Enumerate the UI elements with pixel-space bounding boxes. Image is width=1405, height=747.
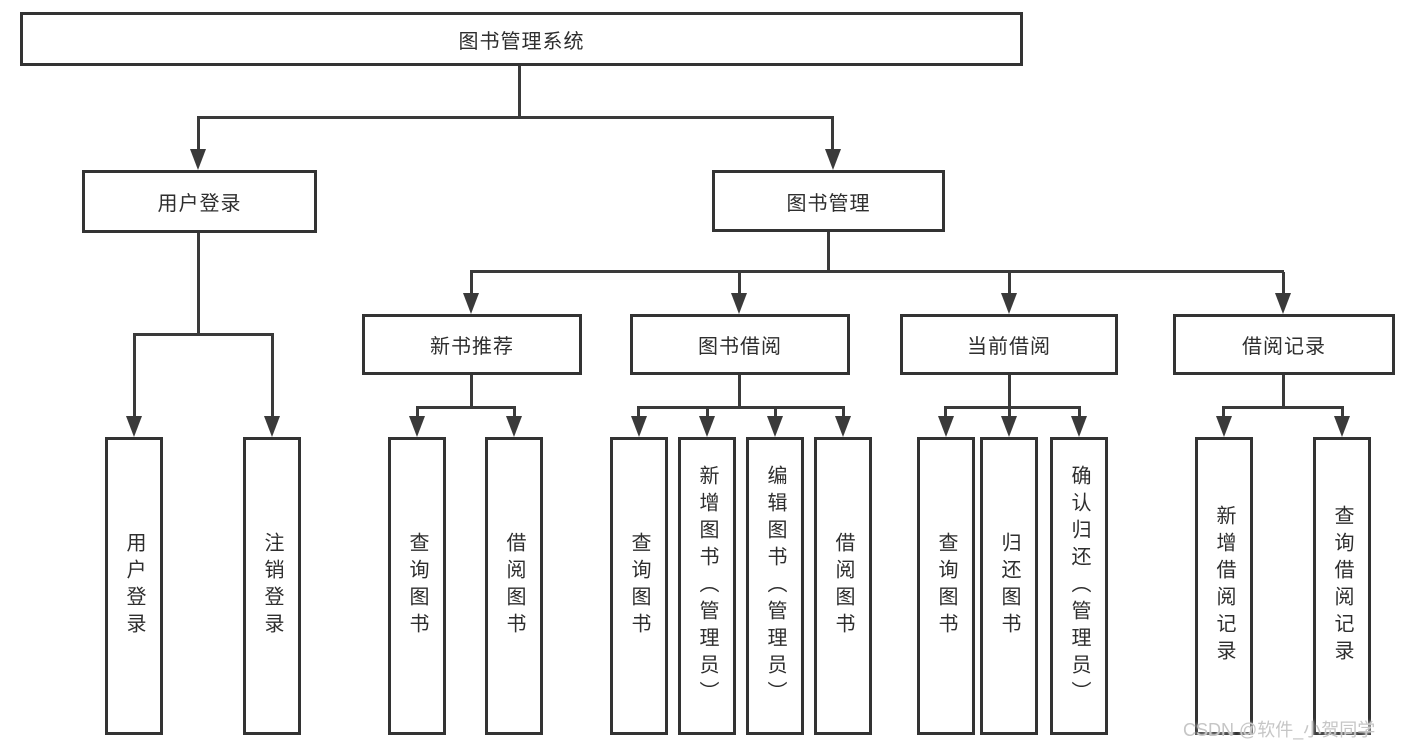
down-arrowhead-icon [409,416,425,437]
connector-line [944,406,1081,409]
connector-line [637,408,640,418]
leaf-user-login-label: 用户登录 [123,532,145,640]
down-arrowhead-icon [1334,416,1350,437]
node-book-management: 图书管理 [712,170,945,232]
connector-line [637,406,845,409]
down-arrowhead-icon [835,416,851,437]
leaf-add-borrow-record: 新增借阅记录 [1195,437,1253,735]
node-new-book-recommendation: 新书推荐 [362,314,582,375]
connector-line [1078,408,1081,418]
leaf-query-books-recommend: 查询图书 [388,437,446,735]
connector-line [133,335,136,417]
node-root-label: 图书管理系统 [458,30,585,53]
node-borrowing-records-label: 借阅记录 [1242,336,1326,358]
leaf-edit-books-admin-label: 编辑图书（管理员） [764,464,786,708]
watermark: CSDN @软件_小贺同学 [1183,720,1376,740]
connector-line [774,408,777,418]
node-borrowing-records: 借阅记录 [1173,314,1395,375]
leaf-query-books-borrow: 查询图书 [610,437,668,735]
down-arrowhead-icon [463,293,479,314]
connector-line [1341,408,1344,418]
connector-line [738,272,741,295]
down-arrowhead-icon [699,416,715,437]
node-current-borrowing: 当前借阅 [900,314,1118,375]
leaf-borrow-books: 借阅图书 [814,437,872,735]
leaf-edit-books-admin: 编辑图书（管理员） [746,437,804,735]
leaf-borrow-books-recommend-label: 借阅图书 [503,532,525,640]
leaf-confirm-return-admin-label: 确认归还（管理员） [1068,464,1090,708]
connector-line [842,408,845,418]
connector-line [416,406,516,409]
leaf-query-books-current-label: 查询图书 [935,532,957,640]
down-arrowhead-icon [1071,416,1087,437]
connector-line [470,272,473,295]
down-arrowhead-icon [1216,416,1232,437]
leaf-borrow-books-recommend: 借阅图书 [485,437,543,735]
connector-line [1282,375,1285,408]
leaf-logout: 注销登录 [243,437,301,735]
connector-line [1008,375,1011,408]
connector-line [513,408,516,418]
connector-line [197,118,200,151]
leaf-query-books-current: 查询图书 [917,437,975,735]
leaf-logout-label: 注销登录 [261,532,283,640]
down-arrowhead-icon [731,293,747,314]
node-user-login: 用户登录 [82,170,317,233]
leaf-add-books-admin: 新增图书（管理员） [678,437,736,735]
leaf-user-login: 用户登录 [105,437,163,735]
down-arrowhead-icon [1001,416,1017,437]
leaf-query-books-recommend-label: 查询图书 [406,532,428,640]
down-arrowhead-icon [1275,293,1291,314]
leaf-return-books: 归还图书 [980,437,1038,735]
connector-line [197,233,200,335]
down-arrowhead-icon [631,416,647,437]
connector-line [706,408,709,418]
down-arrowhead-icon [825,149,841,170]
leaf-add-borrow-record-label: 新增借阅记录 [1213,505,1235,667]
down-arrowhead-icon [264,416,280,437]
node-book-borrowing: 图书借阅 [630,314,850,375]
leaf-return-books-label: 归还图书 [998,532,1020,640]
connector-line [197,116,834,119]
connector-line [1222,406,1344,409]
connector-line [827,232,830,272]
node-book-management-label: 图书管理 [786,192,871,215]
connector-line [518,66,521,118]
leaf-query-books-borrow-label: 查询图书 [628,532,650,640]
down-arrowhead-icon [767,416,783,437]
node-root: 图书管理系统 [20,12,1023,66]
node-user-login-label: 用户登录 [157,193,242,215]
leaf-query-borrow-record: 查询借阅记录 [1313,437,1371,735]
leaf-add-books-admin-label: 新增图书（管理员） [696,464,718,708]
leaf-query-borrow-record-label: 查询借阅记录 [1331,505,1353,667]
connector-line [133,333,274,336]
connector-line [944,408,947,418]
connector-line [1008,408,1011,418]
down-arrowhead-icon [506,416,522,437]
connector-line [470,270,1284,273]
connector-line [1282,272,1285,295]
connector-line [1008,272,1011,295]
node-new-book-recommendation-label: 新书推荐 [430,336,514,358]
node-current-borrowing-label: 当前借阅 [967,336,1051,358]
down-arrowhead-icon [1001,293,1017,314]
connector-line [831,118,834,151]
connector-line [470,375,473,408]
node-book-borrowing-label: 图书借阅 [698,336,782,358]
down-arrowhead-icon [126,416,142,437]
leaf-borrow-books-label: 借阅图书 [832,532,854,640]
connector-line [271,335,274,417]
down-arrowhead-icon [190,149,206,170]
down-arrowhead-icon [938,416,954,437]
connector-line [1222,408,1225,418]
connector-line [738,375,741,408]
connector-line [416,408,419,418]
leaf-confirm-return-admin: 确认归还（管理员） [1050,437,1108,735]
